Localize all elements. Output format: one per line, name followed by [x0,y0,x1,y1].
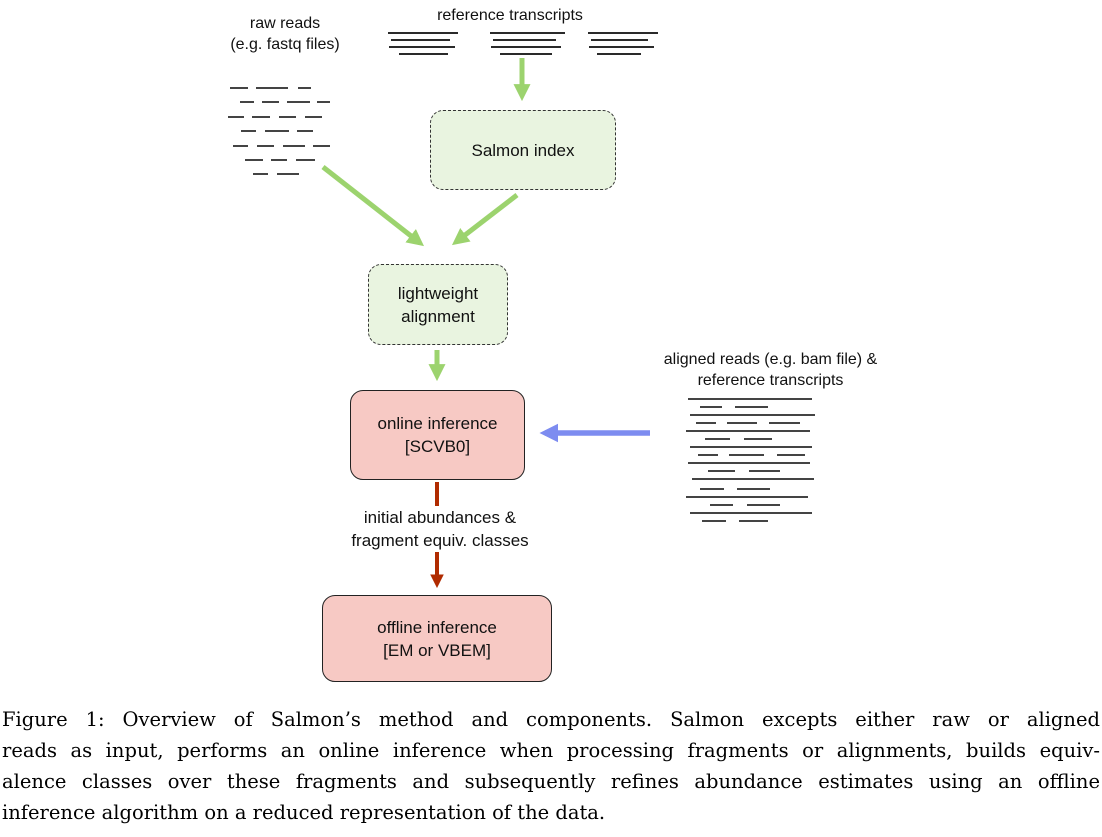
caption-line: alence classes over these fragments and … [2,770,1100,793]
diagram-canvas [228,32,815,589]
online-inference-label-line2: [SCVB0] [404,437,471,456]
caption-line: Figure 1: Overview of Salmon’s method an… [2,708,1100,731]
raw-reads-label: raw reads (e.g. fastq files) [205,13,365,55]
lightweight-alignment-label-line1: lightweight [397,283,479,303]
aligned-reads-label-line2: reference transcripts [697,372,844,389]
salmon-index-label: Salmon index [471,140,575,160]
lightweight-alignment-label-line2: alignment [401,306,475,326]
offline-inference-node: offline inference [EM or VBEM] [322,595,552,682]
arrow-index-to-alignment [451,193,519,246]
arrow-rawreads-to-alignment [321,165,425,247]
reference-transcripts-glyph [388,32,658,55]
caption-line: reads as input, performs an online infer… [2,739,1100,762]
abundances-edge-label-line2: fragment equiv. classes [351,531,529,550]
salmon-index-node: Salmon index [430,110,616,190]
lightweight-alignment-node: lightweight alignment [368,264,508,345]
aligned-reads-label: aligned reads (e.g. bam file) & referenc… [628,349,913,391]
abundances-edge-label: initial abundances & fragment equiv. cla… [330,506,550,552]
online-inference-label-line1: online inference [377,414,498,433]
figure-caption: Figure 1: Overview of Salmon’s method an… [2,704,1100,828]
raw-reads-label-line2: (e.g. fastq files) [230,36,340,53]
caption-line: inference algorithm on a reduced represe… [2,801,606,824]
online-inference-node: online inference [SCVB0] [350,390,525,480]
abundances-edge-label-line1: initial abundances & [363,508,517,527]
aligned-reads-label-line1: aligned reads (e.g. bam file) & [663,351,878,368]
salmon-pipeline-diagram: raw reads (e.g. fastq files) reference t… [205,7,913,682]
offline-inference-label-line1: offline inference [377,617,497,637]
raw-reads-label-line1: raw reads [249,15,321,32]
reference-transcripts-label: reference transcripts [437,7,583,24]
raw-reads-glyph [228,87,330,175]
aligned-reads-glyph [686,398,815,522]
offline-inference-label-line2: [EM or VBEM] [383,640,491,660]
